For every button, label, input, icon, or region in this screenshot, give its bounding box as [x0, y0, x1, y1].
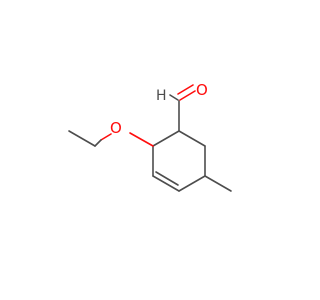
aldehyde-oxygen-label: O: [196, 81, 208, 99]
ethyl-bond-ch3: [68, 130, 96, 147]
methyl-bond: [204, 175, 232, 192]
ring-bond-c5-c4: [178, 175, 206, 192]
ether-bond-ring-side: [129, 132, 154, 147]
ethyl-bond-ch2: [94, 139, 102, 147]
ether-oxygen-label: O: [110, 119, 122, 137]
carbonyl-double-bond-b: [177, 84, 194, 95]
ring-bond-c1-c6: [178, 130, 206, 147]
aldehyde-hydrogen-label: H: [156, 88, 167, 104]
carbonyl-double-bond-a: [179, 90, 196, 101]
structural-formula: H O O: [68, 81, 232, 192]
ring-double-bond-inner: [155, 171, 179, 186]
ch-bond: [169, 94, 179, 101]
ring-bond-c1-c2: [152, 130, 180, 147]
ring-bond-c4-c3: [152, 175, 180, 192]
ether-bond-ethyl-side: [100, 133, 112, 141]
